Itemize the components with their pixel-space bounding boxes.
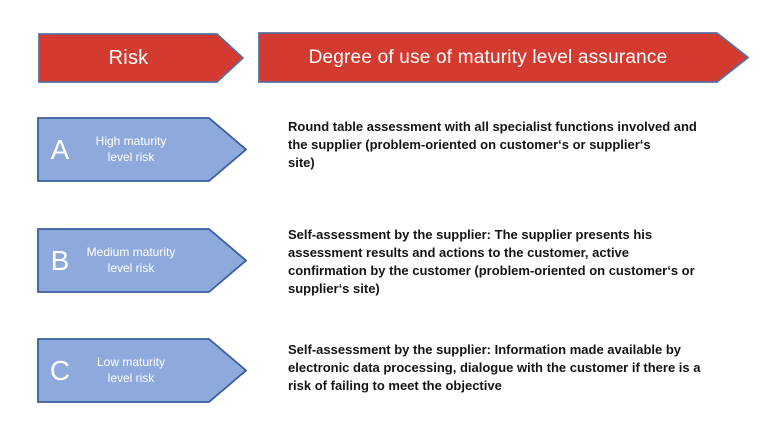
risk-level-label-c: Low maturity level risk bbox=[96, 354, 166, 385]
assurance-description-c: Self-assessment by the supplier: Informa… bbox=[288, 342, 701, 393]
pentagon-arrow-shape bbox=[37, 228, 247, 293]
risk-letter-b: B bbox=[50, 244, 70, 276]
pentagon-arrow-shape bbox=[37, 117, 247, 182]
pentagon-arrow-shape bbox=[258, 32, 749, 83]
risk-letter-a: A bbox=[50, 133, 70, 165]
risk-level-label-a: High maturity level risk bbox=[95, 133, 167, 164]
risk-letter-c: C bbox=[49, 354, 71, 386]
pentagon-arrow-shape bbox=[38, 33, 244, 83]
risk-header-arrow: Risk bbox=[38, 33, 244, 83]
risk-level-label-b: Medium maturity level risk bbox=[86, 244, 176, 275]
risk-arrow-c: C Low maturity level risk bbox=[37, 338, 247, 403]
assurance-description-b: Self-assessment by the supplier: The sup… bbox=[288, 227, 695, 296]
pentagon-arrow-shape bbox=[37, 338, 247, 403]
risk-header-label: Risk bbox=[108, 46, 149, 69]
degree-header-label: Degree of use of maturity level assuranc… bbox=[308, 46, 668, 68]
assurance-description-a: Round table assessment with all speciali… bbox=[288, 119, 697, 170]
risk-arrow-a: A High maturity level risk bbox=[37, 117, 247, 182]
risk-arrow-b: B Medium maturity level risk bbox=[37, 228, 247, 293]
degree-header-arrow: Degree of use of maturity level assuranc… bbox=[258, 32, 749, 83]
